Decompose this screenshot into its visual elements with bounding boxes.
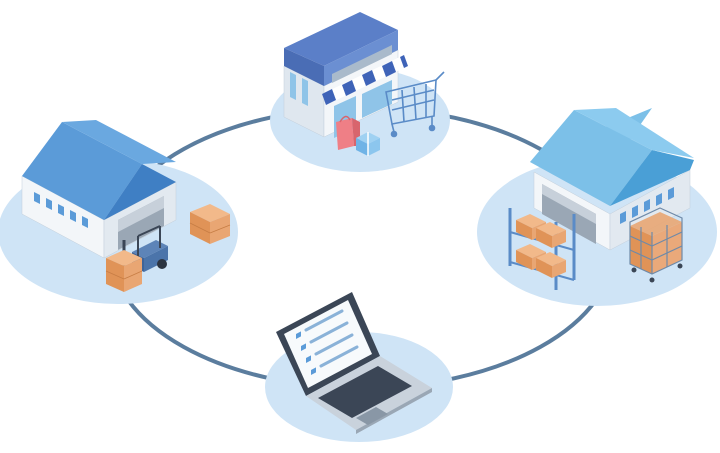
warehouse-icon [530,108,694,251]
cardboard-box-icon [105,204,231,292]
checklist-icon [296,309,359,375]
roll-cage-icon [629,207,683,283]
laptop-icon [276,292,432,434]
storage-rack-icon [508,208,576,290]
gift-box-icon [356,132,380,156]
retail-store-icon [283,12,408,138]
shopping-cart-icon [385,71,445,138]
warehouse-icon [21,120,177,259]
